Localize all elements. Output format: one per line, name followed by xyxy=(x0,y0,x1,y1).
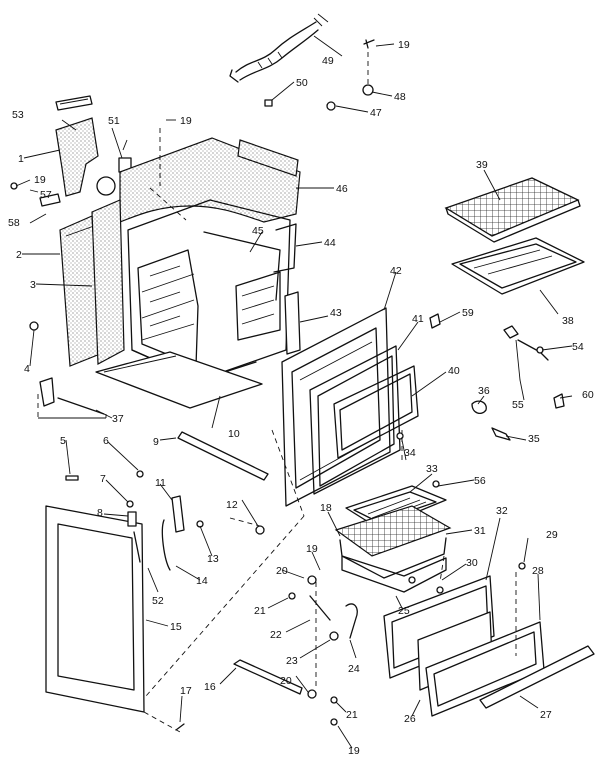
callout-46: 46 xyxy=(336,183,348,195)
callout-20-a: 20 xyxy=(276,565,288,577)
callout-29: 29 xyxy=(546,529,558,541)
part-lower-fasteners xyxy=(288,575,444,641)
part-door-gasket xyxy=(309,345,419,495)
part-broiler-pan xyxy=(451,237,585,295)
callout-36: 36 xyxy=(478,385,490,397)
callout-47: 47 xyxy=(370,107,382,119)
callout-39: 39 xyxy=(476,159,488,171)
part-grommet xyxy=(255,525,265,535)
callout-38: 38 xyxy=(562,315,574,327)
callout-19-b: 19 xyxy=(180,115,192,127)
callout-17: 17 xyxy=(180,685,192,697)
callout-25: 25 xyxy=(398,605,410,617)
callout-44: 44 xyxy=(324,237,336,249)
callout-19-e: 19 xyxy=(348,745,360,757)
callout-2: 2 xyxy=(16,249,22,261)
callout-labels: 1 2 3 4 5 6 7 8 9 10 11 12 13 14 15 16 1… xyxy=(8,39,594,757)
callout-37: 37 xyxy=(112,413,124,425)
callout-40: 40 xyxy=(448,365,460,377)
callout-55: 55 xyxy=(512,399,524,411)
part-label-plate xyxy=(55,95,93,111)
part-clip xyxy=(118,139,132,173)
part-drawer-trim xyxy=(479,645,595,709)
callout-57: 57 xyxy=(40,189,52,201)
part-hinge xyxy=(161,495,204,571)
callout-8: 8 xyxy=(97,507,103,519)
callout-19-a: 19 xyxy=(398,39,410,51)
callout-13: 13 xyxy=(207,553,219,565)
part-rear-panel xyxy=(284,291,301,355)
part-knobs-and-clips xyxy=(396,313,565,570)
callout-31: 31 xyxy=(474,525,486,537)
callout-49: 49 xyxy=(322,55,334,67)
part-door-handle xyxy=(233,659,303,695)
part-trim-strip xyxy=(177,431,269,481)
part-bracket-rod xyxy=(29,321,106,419)
callout-58: 58 xyxy=(8,217,20,229)
callout-7: 7 xyxy=(100,473,106,485)
callout-11: 11 xyxy=(155,477,166,489)
callout-59: 59 xyxy=(462,307,474,319)
part-drawer-front xyxy=(383,575,545,717)
callout-34: 34 xyxy=(404,447,416,459)
callout-23: 23 xyxy=(286,655,298,667)
callout-43: 43 xyxy=(330,307,342,319)
callout-18: 18 xyxy=(320,502,332,514)
callout-27: 27 xyxy=(540,709,552,721)
leader-lines xyxy=(15,35,573,749)
part-cabinet-body xyxy=(91,137,301,381)
callout-20-b: 20 xyxy=(280,675,292,687)
part-oven-floor xyxy=(95,351,263,409)
callout-32: 32 xyxy=(496,505,508,517)
part-oven-rack xyxy=(444,177,581,243)
part-screw-top xyxy=(264,39,375,111)
callout-28: 28 xyxy=(532,565,544,577)
callout-30: 30 xyxy=(466,557,478,569)
callout-45: 45 xyxy=(252,225,264,237)
callout-35: 35 xyxy=(528,433,540,445)
callout-50: 50 xyxy=(296,77,308,89)
assembly-lines xyxy=(37,52,517,733)
callout-24: 24 xyxy=(348,663,360,675)
callout-42: 42 xyxy=(390,265,402,277)
callout-15: 15 xyxy=(170,621,182,633)
callout-54: 54 xyxy=(572,341,584,353)
callout-16: 16 xyxy=(204,681,216,693)
part-oven-door xyxy=(45,505,145,713)
callout-19-c: 19 xyxy=(34,174,46,186)
callout-41: 41 xyxy=(412,313,424,325)
callout-6: 6 xyxy=(103,435,109,447)
part-broiler-grid xyxy=(334,485,452,593)
callout-21-a: 21 xyxy=(254,605,266,617)
callout-4: 4 xyxy=(24,363,30,375)
callout-1: 1 xyxy=(18,153,24,165)
callout-5: 5 xyxy=(60,435,66,447)
callout-19-d: 19 xyxy=(306,543,318,555)
callout-22: 22 xyxy=(270,629,282,641)
part-door-hinge-parts xyxy=(65,470,144,563)
callout-56: 56 xyxy=(474,475,486,487)
part-bracket xyxy=(10,117,116,207)
callout-14: 14 xyxy=(196,575,208,587)
callout-12: 12 xyxy=(226,499,238,511)
part-wire-harness xyxy=(229,13,329,83)
part-door-fasteners xyxy=(175,689,338,731)
callout-60: 60 xyxy=(582,389,594,401)
callout-48: 48 xyxy=(394,91,406,103)
callout-21-b: 21 xyxy=(346,709,358,721)
callout-51: 51 xyxy=(108,115,120,127)
callout-26: 26 xyxy=(404,713,416,725)
part-door-frame xyxy=(281,307,391,507)
callout-52: 52 xyxy=(152,595,164,607)
callout-3: 3 xyxy=(30,279,36,291)
callout-33: 33 xyxy=(426,463,438,475)
callout-53: 53 xyxy=(12,109,24,121)
callout-10: 10 xyxy=(228,428,240,440)
callout-9: 9 xyxy=(153,436,159,448)
